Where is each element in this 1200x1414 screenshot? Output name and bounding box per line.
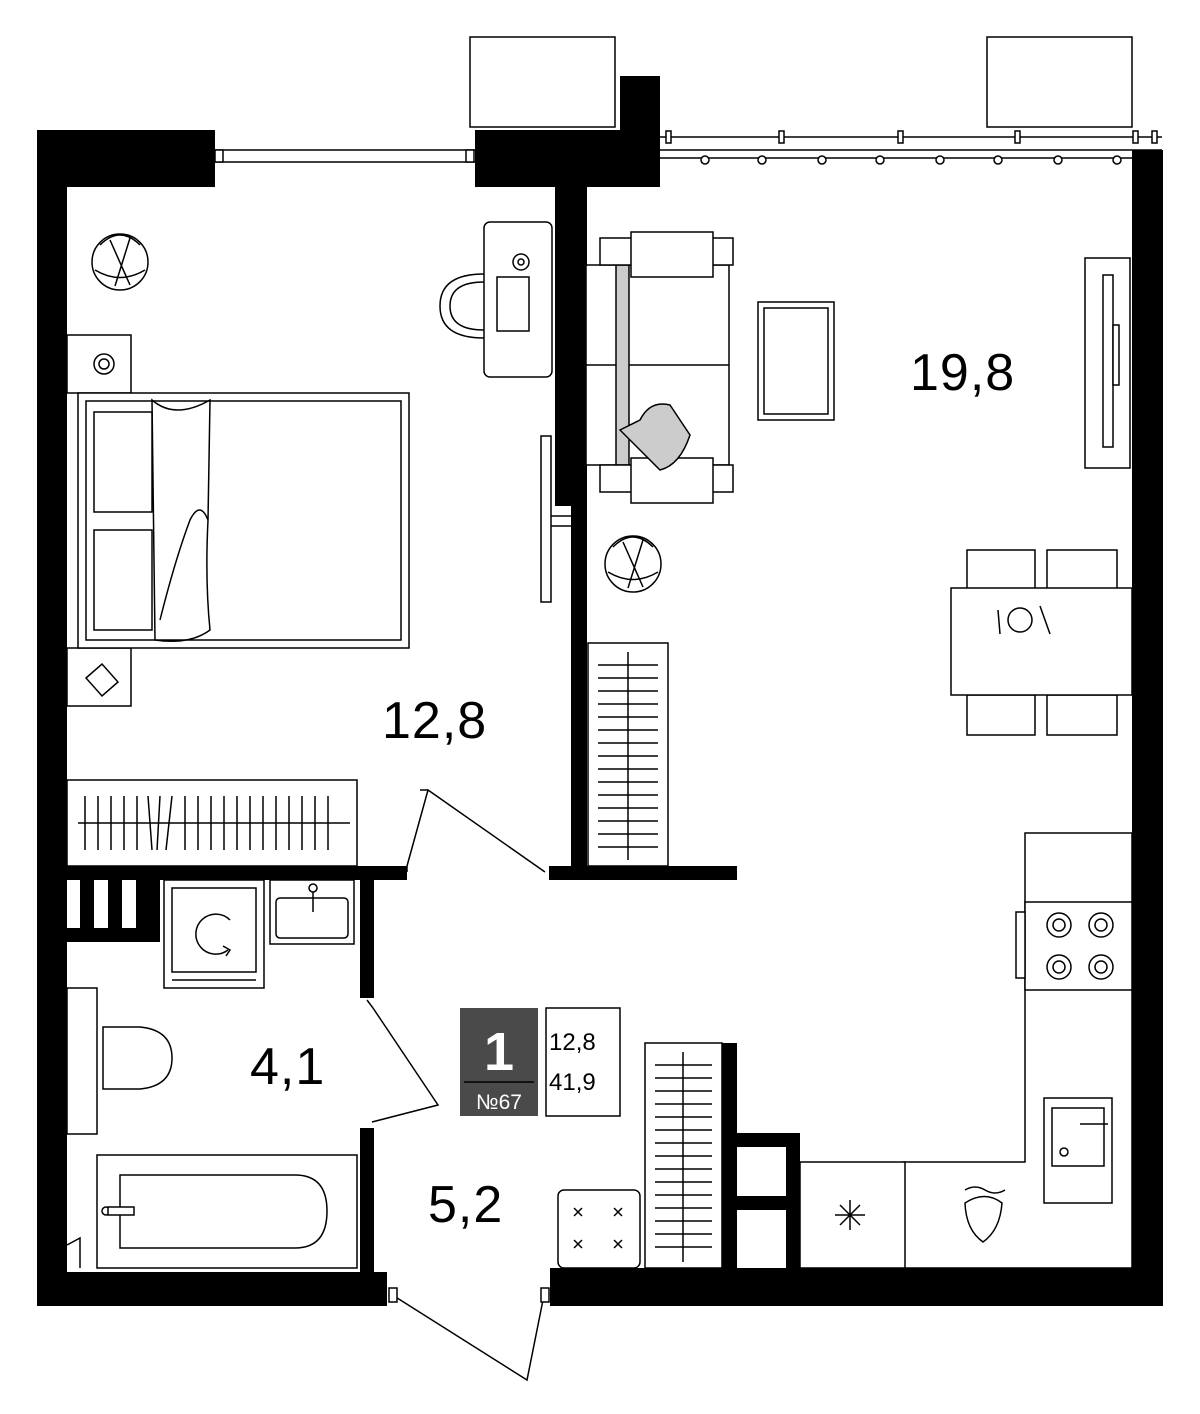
walls [37,76,1163,1306]
wardrobe-hangers [84,795,329,851]
total-area-value: 41,9 [549,1069,596,1096]
plant-icon [604,535,662,593]
living-furniture [557,231,1133,1269]
windows [214,149,475,163]
balcony-railing-posts [665,130,1158,165]
closet-hangers [598,664,658,848]
badge-background [460,1008,538,1116]
living-kitchen-area-label: 19,8 [910,344,1015,402]
living-area-value: 12,8 [549,1029,596,1056]
unit-number: №67 [476,1091,522,1114]
balcony [469,36,1162,165]
room-count: 1 [484,1022,514,1082]
bathroom-area-label: 4,1 [250,1038,325,1096]
hallway-closet-hangers [655,1064,712,1248]
bedroom-furniture [66,221,553,867]
bathroom-fixtures [66,879,358,1269]
bedroom-area-label: 12,8 [382,692,487,750]
plant-icon [91,233,149,291]
apartment-info-badge: 1 №67 12,8 41,9 [460,1007,621,1117]
doors [366,435,571,1382]
hallway-area-label: 5,2 [428,1176,503,1234]
stove-burners [1046,912,1114,980]
